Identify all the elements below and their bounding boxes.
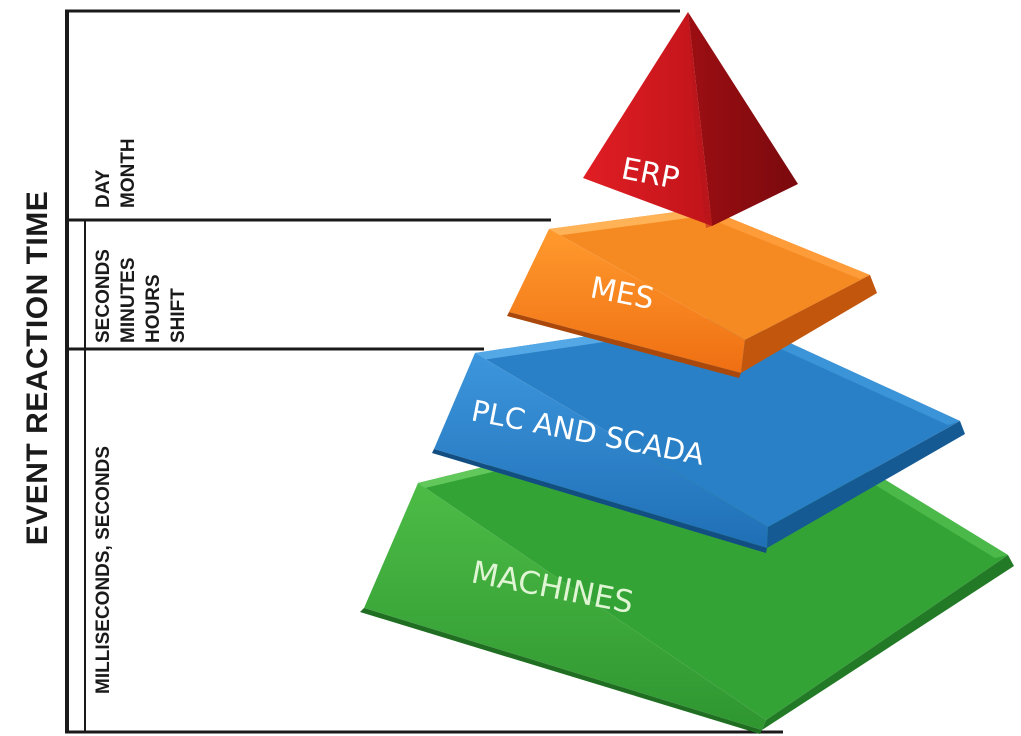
band-top-line-2: MONTH — [118, 138, 139, 208]
band-middle-line-1: SECONDS — [93, 249, 114, 343]
band-brackets — [65, 9, 783, 734]
band-bottom-line-1: MILLISECONDS, SECONDS — [93, 445, 114, 694]
axis-title-text: EVENT REACTION TIME — [21, 190, 54, 546]
band-middle-line-3: HOURS — [143, 274, 164, 343]
band-middle-line-2: MINUTES — [118, 257, 139, 344]
band-top-line-1: DAY — [93, 169, 114, 208]
band-middle-line-4: SHIFT — [168, 288, 189, 343]
tier-erp — [583, 12, 798, 228]
tier-mes — [507, 208, 877, 378]
